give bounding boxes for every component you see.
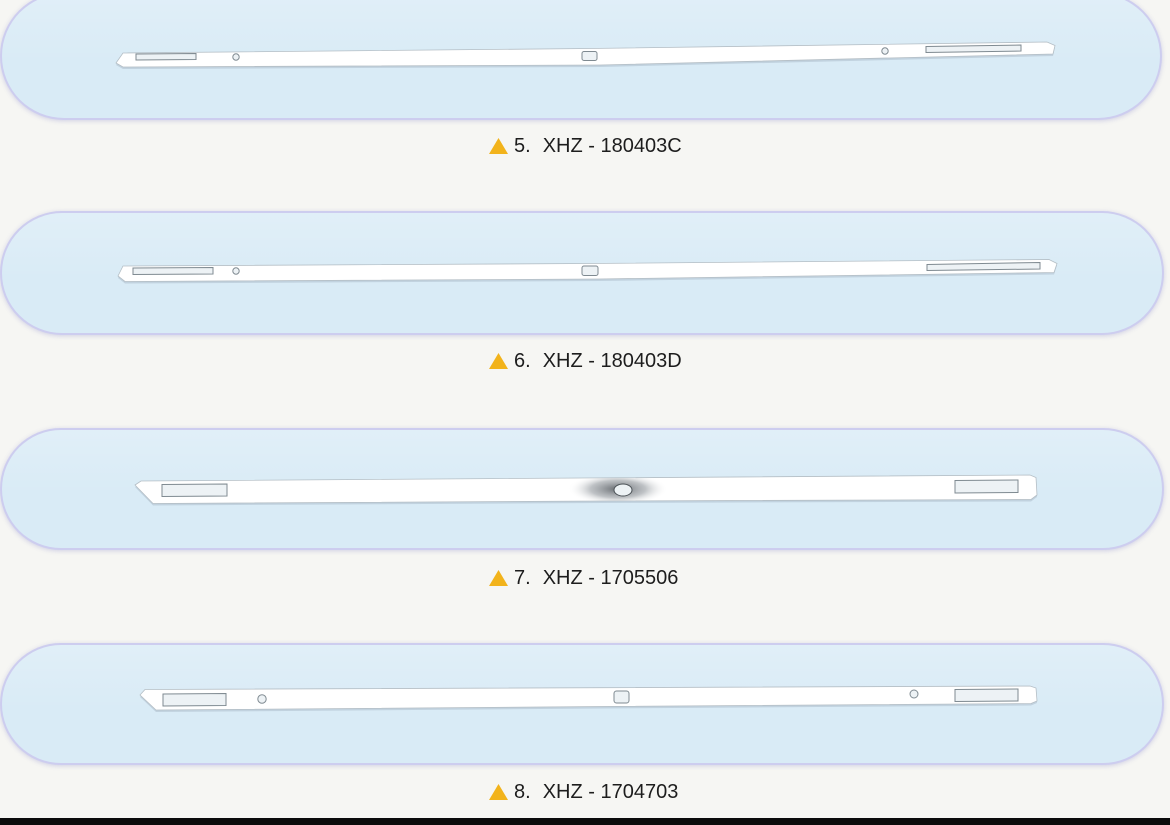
strip-hole-left [232, 53, 240, 61]
triangle-icon [489, 353, 508, 369]
bottom-edge [0, 818, 1170, 825]
item-number: 6. [514, 349, 531, 372]
item-label: 6. XHZ - 180403D [489, 350, 682, 372]
strip-slot-right [954, 688, 1019, 703]
strip-slot-left [161, 483, 228, 498]
strip-body [139, 685, 1038, 711]
item-label: 8. XHZ - 1704703 [489, 781, 678, 803]
strip-hole-right [909, 689, 919, 699]
strip-center-hole [613, 483, 633, 497]
strip-slot-left [135, 52, 197, 61]
item-code: XHZ - 180403C [542, 134, 682, 157]
triangle-icon [489, 570, 508, 586]
strip-center-hole [613, 690, 630, 704]
strip-hole-left [257, 694, 267, 704]
item-number: 5. [514, 134, 531, 157]
triangle-icon [489, 784, 508, 800]
strip-center-hole [581, 51, 598, 61]
triangle-icon [489, 138, 508, 154]
metal-strip [134, 474, 1038, 506]
catalog-item: 6. XHZ - 180403D [0, 213, 1170, 378]
item-label: 7. XHZ - 1705506 [489, 567, 678, 589]
strip-center-hole [581, 265, 599, 276]
item-code: XHZ - 180403D [542, 349, 682, 372]
metal-strip [139, 685, 1038, 712]
item-number: 7. [514, 566, 531, 589]
item-number: 8. [514, 780, 531, 803]
strip-slot-right [925, 44, 1022, 54]
strip-slot-right [926, 261, 1041, 272]
metal-strip [115, 41, 1056, 69]
strip-hole-left [232, 267, 240, 275]
strip-slot-left [132, 266, 214, 276]
item-code: XHZ - 1704703 [542, 780, 679, 803]
catalog-item: 5. XHZ - 180403C [0, 0, 1170, 164]
item-label: 5. XHZ - 180403C [489, 135, 682, 157]
catalog-item: 8. XHZ - 1704703 [0, 645, 1170, 810]
strip-slot-right [954, 479, 1019, 494]
strip-hole-right [881, 47, 889, 55]
catalog-item: 7. XHZ - 1705506 [0, 430, 1170, 595]
strip-slot-left [162, 692, 227, 707]
item-code: XHZ - 1705506 [542, 566, 679, 589]
metal-strip [117, 259, 1058, 284]
